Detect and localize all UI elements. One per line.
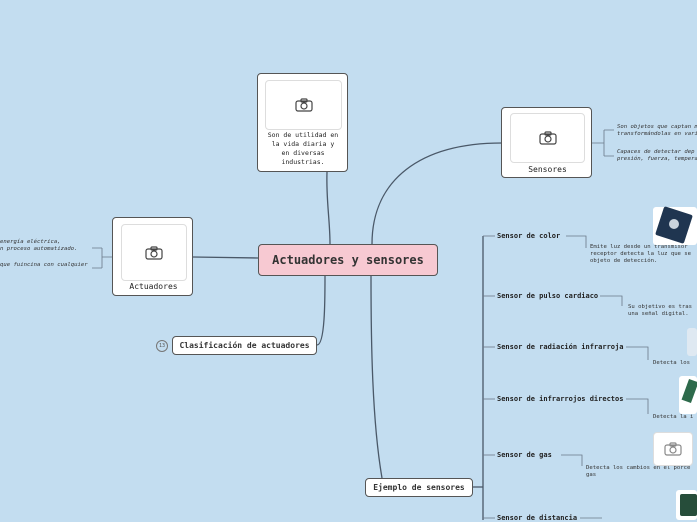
sensores-note-2: Capaces de detectar dep presión, fuerza,… bbox=[617, 149, 697, 162]
sensor-note-infrarrojos: Detecta la i bbox=[653, 414, 694, 420]
sensor-image-infrarrojos bbox=[679, 376, 697, 414]
sensor-note-pulso: Su objetivo es tras una señal digital. bbox=[628, 304, 692, 317]
camera-icon bbox=[145, 245, 163, 260]
camera-icon bbox=[664, 442, 682, 456]
sensor-item-pulso[interactable]: Sensor de pulso cardiaco bbox=[497, 292, 599, 300]
actuadores-label: Actuadores bbox=[129, 282, 178, 291]
sensores-node[interactable]: Sensores bbox=[501, 107, 592, 178]
sensor-image-distancia bbox=[676, 490, 697, 520]
actuadores-note-bracket bbox=[92, 247, 112, 269]
sensor-item-infrarrojos[interactable]: Sensor de infrarrojos directos bbox=[497, 395, 624, 403]
sensor-item-gas[interactable]: Sensor de gas bbox=[497, 451, 552, 459]
connector-clasificacion bbox=[316, 275, 326, 346]
sensores-label: Sensores bbox=[528, 165, 567, 174]
note-link-1 bbox=[566, 235, 587, 248]
actuadores-note-2: que fuincina con cualquier bbox=[0, 262, 88, 268]
clasificacion-node[interactable]: Clasificación de actuadores bbox=[172, 336, 317, 355]
camera-icon bbox=[294, 98, 313, 112]
connector-actuadores bbox=[192, 256, 259, 259]
sensor-image-radiacion bbox=[687, 328, 697, 356]
camera-icon bbox=[538, 131, 557, 145]
ejemplo-label: Ejemplo de sensores bbox=[373, 483, 465, 492]
note-link-3 bbox=[626, 346, 649, 360]
sensores-note-bracket bbox=[592, 129, 614, 157]
clasificacion-label: Clasificación de actuadores bbox=[179, 341, 310, 350]
collapsed-count-badge[interactable]: 13 bbox=[156, 340, 168, 352]
camera-placeholder bbox=[510, 113, 585, 163]
central-topic-title: Actuadores y sensores bbox=[272, 253, 424, 267]
sensor-note-color: Emite luz desde un transmisor receptor d… bbox=[590, 244, 692, 264]
camera-placeholder bbox=[121, 224, 187, 281]
top-node-text: Son de utilidad en la vida diaria y en d… bbox=[267, 131, 339, 166]
connector-ejemplo bbox=[370, 275, 383, 479]
top-node[interactable]: Son de utilidad en la vida diaria y en d… bbox=[257, 73, 348, 172]
sensores-note-1: Son objetos que captan m transformándola… bbox=[617, 124, 697, 137]
camera-placeholder bbox=[265, 80, 342, 130]
actuadores-note-1: energía eléctrica, n proceso automatizad… bbox=[0, 239, 78, 252]
note-link-4 bbox=[626, 398, 649, 414]
ejemplo-node[interactable]: Ejemplo de sensores bbox=[365, 478, 473, 497]
sensor-image-gas bbox=[653, 432, 693, 466]
sensor-note-gas: Detecta los cambios en el porce gas bbox=[586, 465, 691, 478]
sensor-note-radiacion: Detecta los bbox=[653, 360, 691, 366]
sensor-image-color bbox=[653, 206, 697, 245]
sensor-item-radiacion[interactable]: Sensor de radiación infrarroja bbox=[497, 343, 624, 351]
sensor-item-distancia[interactable]: Sensor de distancia bbox=[497, 514, 578, 522]
sensor-item-color[interactable]: Sensor de color bbox=[497, 232, 561, 240]
note-link-5 bbox=[561, 454, 583, 466]
note-link-2 bbox=[600, 295, 623, 306]
connector-sensores bbox=[371, 142, 503, 245]
central-topic[interactable]: Actuadores y sensores bbox=[258, 244, 438, 276]
actuadores-node[interactable]: Actuadores bbox=[112, 217, 193, 296]
connector-top-node bbox=[326, 171, 331, 245]
